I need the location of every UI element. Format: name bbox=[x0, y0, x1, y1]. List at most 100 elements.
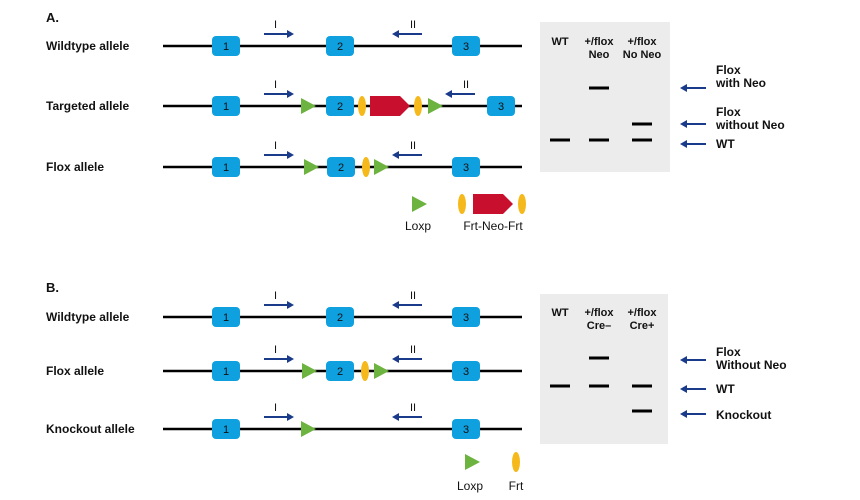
panel-a-allele-1-exon-number: 1 bbox=[223, 101, 229, 113]
panel-a-allele-1-exon-box bbox=[487, 96, 515, 116]
panel-a-allele-0-exon-number: 1 bbox=[223, 41, 229, 53]
panel-b-marker-label: Knockout bbox=[716, 408, 771, 422]
panel-a-allele-2-frt-oval bbox=[362, 157, 370, 177]
panel-a-gel-band-wt bbox=[589, 138, 609, 142]
panel-a-legend-0-loxp-triangle bbox=[412, 196, 427, 212]
panel-b-allele-0-primer-label: II bbox=[410, 290, 416, 302]
panel-a-allele-1-exon-number: 2 bbox=[337, 101, 343, 113]
panel-b-allele-1-exon-box bbox=[452, 361, 480, 381]
panel-a-label: A. bbox=[46, 10, 59, 25]
panel-a-allele-1-loxp-triangle bbox=[301, 98, 316, 114]
panel-b-marker-upper-arrow-head bbox=[680, 356, 687, 364]
panel-b-allele-1-primer-label: I bbox=[274, 344, 277, 356]
panel-b-allele-0-exon-number: 2 bbox=[337, 312, 343, 324]
panel-b-marker-label: Without Neo bbox=[716, 358, 787, 372]
panel-b-marker-wt-arrow-head bbox=[680, 385, 687, 393]
panel-a-allele-1-primer-arrow-head bbox=[445, 90, 452, 98]
panel-a-legend-1-frt-oval bbox=[518, 194, 526, 214]
panel-b-legend-1-frt-oval bbox=[512, 452, 520, 472]
panel-a-marker-wt-arrow-head bbox=[680, 140, 687, 148]
panel-b-allele-1-exon-number: 1 bbox=[223, 366, 229, 378]
panel-a-allele-1-exon-box bbox=[326, 96, 354, 116]
panel-a-gel-lane-header: Neo bbox=[589, 49, 610, 61]
panel-a-allele-1-exon-number: 3 bbox=[498, 101, 504, 113]
panel-a-allele-0-exon-number: 2 bbox=[337, 41, 343, 53]
panel-a-allele-2-name: Flox allele bbox=[46, 160, 104, 174]
panel-b-allele-0-primer-arrow-head bbox=[287, 301, 294, 309]
panel-a-marker-label: Flox bbox=[716, 63, 741, 77]
panel-b-gel-lane-header: Cre+ bbox=[630, 320, 655, 332]
panel-b-allele-2-primer-label: I bbox=[274, 402, 277, 414]
panel-a-allele-0-exon-box bbox=[212, 36, 240, 56]
panel-a-marker-label: with Neo bbox=[715, 76, 766, 90]
panel-b-allele-0-exon-number: 3 bbox=[463, 312, 469, 324]
panel-b-gel-band-wt bbox=[550, 384, 570, 388]
panel-a-allele-0-primer-arrow-head bbox=[287, 30, 294, 38]
panel-b-marker-label: Flox bbox=[716, 345, 741, 359]
panel-b-allele-2-exon-box bbox=[212, 419, 240, 439]
panel-a-marker-mid-arrow-head bbox=[680, 120, 687, 128]
panel-a-allele-2-exon-box bbox=[327, 157, 355, 177]
panel-a-allele-0-exon-number: 3 bbox=[463, 41, 469, 53]
panel-a-allele-0-primer-label: I bbox=[274, 19, 277, 31]
panel-b-allele-1-exon-number: 3 bbox=[463, 366, 469, 378]
panel-a-allele-2-exon-number: 2 bbox=[338, 162, 344, 174]
panel-b-marker-lower-arrow-head bbox=[680, 410, 687, 418]
panel-a-marker-upper-arrow-head bbox=[680, 84, 687, 92]
panel-b-allele-0-exon-box bbox=[212, 307, 240, 327]
panel-b-allele-1-exon-box bbox=[326, 361, 354, 381]
panel-a-gel-lane-header: +/flox bbox=[627, 36, 657, 48]
panel-a-legend-0-label: Loxp bbox=[405, 219, 431, 233]
panel-a-allele-0-primer-arrow-head bbox=[392, 30, 399, 38]
panel-a-marker-label: without Neo bbox=[715, 118, 785, 132]
panel-b-allele-2-loxp-triangle bbox=[301, 421, 316, 437]
panel-b-allele-1-primer-arrow-head bbox=[287, 355, 294, 363]
panel-a-allele-2-loxp-triangle bbox=[304, 159, 319, 175]
panel-a-legend-1-neo-cassette bbox=[473, 194, 513, 214]
panel-b-allele-2-exon-number: 3 bbox=[463, 424, 469, 436]
panel-a-gel-panel bbox=[540, 22, 670, 172]
panel-b-gel-band-wt bbox=[589, 384, 609, 388]
panel-b-allele-0-name: Wildtype allele bbox=[46, 310, 130, 324]
panel-a-allele-0-exon-box bbox=[452, 36, 480, 56]
panel-a-allele-1-primer-arrow-head bbox=[287, 90, 294, 98]
panel-a-allele-1-frt-oval bbox=[358, 96, 366, 116]
panel-b-gel-band-upper bbox=[589, 356, 609, 360]
panel-a-gel-band-wt bbox=[632, 138, 652, 142]
panel-b-allele-0-primer-label: I bbox=[274, 290, 277, 302]
panel-b-label: B. bbox=[46, 280, 59, 295]
panel-a-gel-band-wt bbox=[550, 138, 570, 142]
panel-b-allele-1-loxp-triangle bbox=[374, 363, 389, 379]
panel-b-allele-1-exon-box bbox=[212, 361, 240, 381]
panel-a-allele-1-exon-box bbox=[212, 96, 240, 116]
panel-a-allele-1-loxp-triangle bbox=[428, 98, 443, 114]
panel-a-allele-0-exon-box bbox=[326, 36, 354, 56]
panel-a-allele-2-primer-label: II bbox=[410, 140, 416, 152]
panel-b-allele-2-name: Knockout allele bbox=[46, 422, 135, 436]
panel-b-marker-label: WT bbox=[716, 382, 735, 396]
panel-a-allele-1-primer-label: I bbox=[274, 79, 277, 91]
panel-b-gel-panel bbox=[540, 294, 668, 444]
panel-a-allele-2-exon-box bbox=[212, 157, 240, 177]
panel-a-allele-2-exon-number: 3 bbox=[463, 162, 469, 174]
panel-b-allele-0-exon-box bbox=[326, 307, 354, 327]
panel-a-allele-1-neo-cassette bbox=[370, 96, 410, 116]
panel-b-allele-1-loxp-triangle bbox=[302, 363, 317, 379]
panel-a-marker-label: Flox bbox=[716, 105, 741, 119]
panel-a-allele-2-primer-arrow-head bbox=[392, 151, 399, 159]
panel-b-gel-lane-header: +/flox bbox=[584, 307, 614, 319]
panel-b-legend-0-loxp-triangle bbox=[465, 454, 480, 470]
panel-a-allele-0-name: Wildtype allele bbox=[46, 39, 130, 53]
panel-a-allele-2-primer-arrow-head bbox=[287, 151, 294, 159]
panel-a-gel-lane-header: No Neo bbox=[623, 49, 662, 61]
panel-b-allele-0-exon-number: 1 bbox=[223, 312, 229, 324]
panel-a-gel-lane-header: WT bbox=[551, 36, 568, 48]
panel-a-marker-label: WT bbox=[716, 137, 735, 151]
panel-b-legend-0-label: Loxp bbox=[457, 479, 483, 493]
panel-a-allele-0-primer-label: II bbox=[410, 19, 416, 31]
panel-b-allele-1-exon-number: 2 bbox=[337, 366, 343, 378]
panel-a-allele-1-primer-label: II bbox=[463, 79, 469, 91]
panel-a-legend-1-label: Frt-Neo-Frt bbox=[463, 219, 523, 233]
panel-b-gel-lane-header: +/flox bbox=[627, 307, 657, 319]
